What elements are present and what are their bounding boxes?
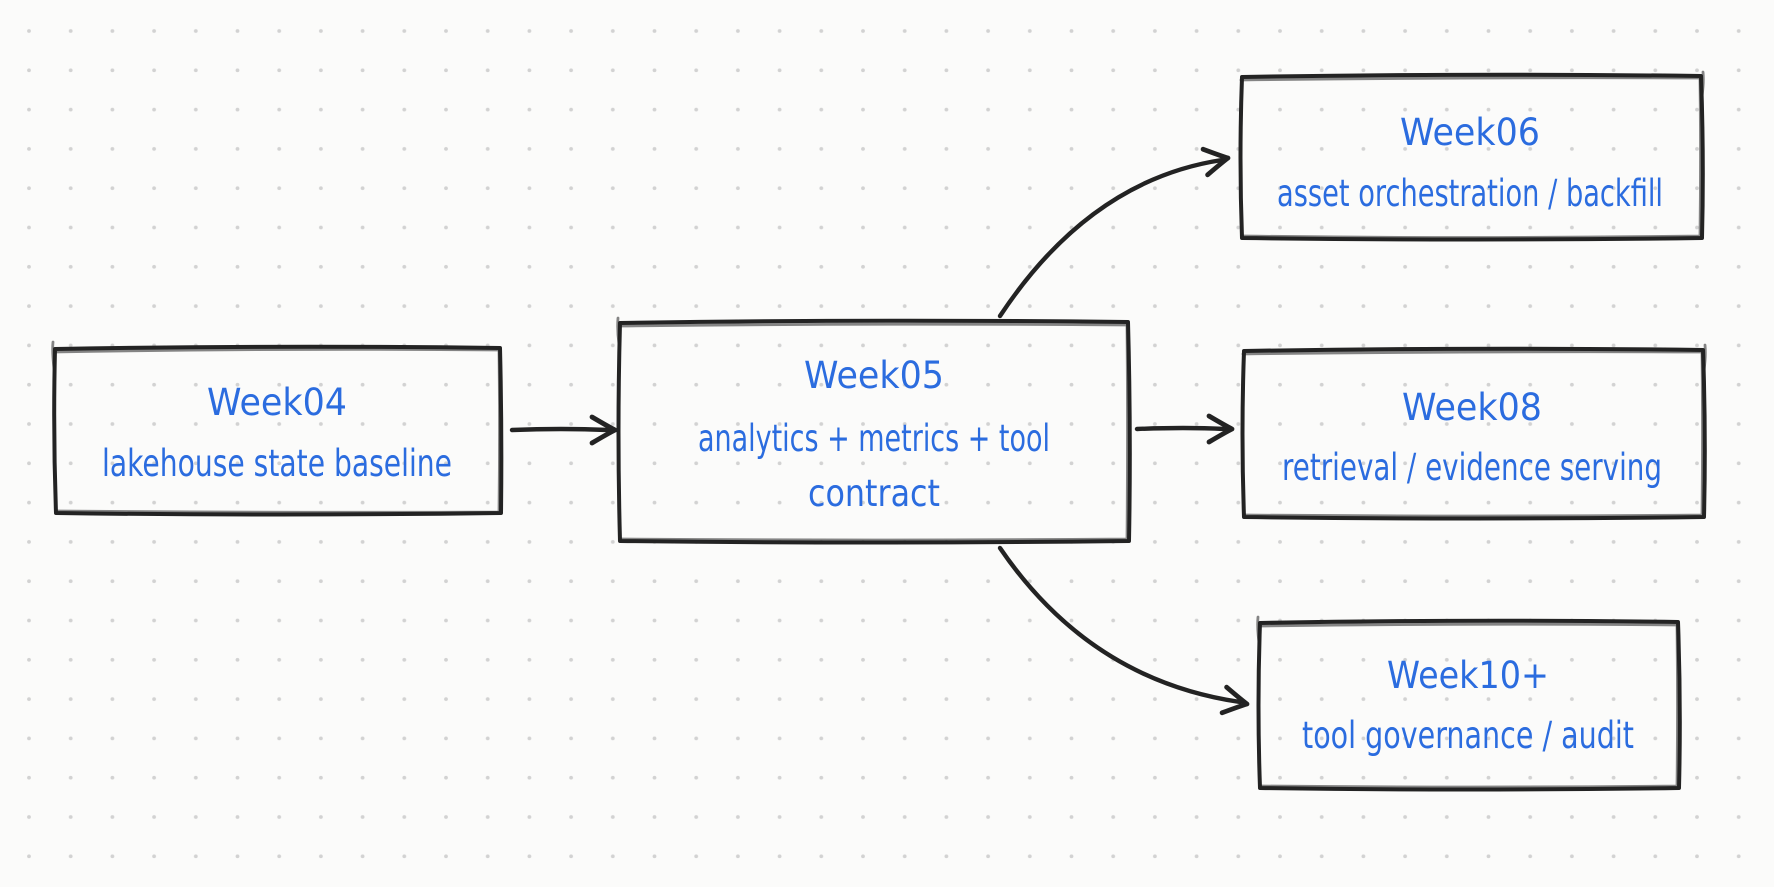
node-week05-border-sketch bbox=[616, 316, 1129, 542]
node-week10plus-title: Week10+ bbox=[1387, 654, 1549, 697]
node-week04-subtitle: lakehouse state baseline bbox=[102, 442, 452, 485]
arrowhead-icon bbox=[1219, 684, 1250, 716]
node-week08-title: Week08 bbox=[1402, 386, 1542, 429]
node-week10plus-border bbox=[1256, 618, 1682, 792]
node-week05-subtitle-line2: contract bbox=[808, 472, 940, 515]
node-week06-border-sketch bbox=[1239, 70, 1705, 239]
node-week10plus-subtitle: tool governance / audit bbox=[1302, 714, 1634, 757]
edge-week04-to-week05[interactable] bbox=[509, 414, 618, 446]
arrowhead-icon bbox=[1206, 413, 1235, 445]
edge-week05-to-week06-line bbox=[997, 157, 1225, 319]
node-week08[interactable]: Week08 retrieval / evidence serving bbox=[1240, 343, 1707, 521]
node-week05-title: Week05 bbox=[804, 354, 944, 397]
edge-week05-to-week08-line bbox=[1134, 425, 1228, 432]
node-week06-title: Week06 bbox=[1400, 111, 1540, 154]
arrowhead-icon bbox=[1200, 146, 1231, 178]
node-week05-subtitle-line1: analytics + metrics + tool bbox=[698, 417, 1050, 460]
node-week08-subtitle: retrieval / evidence serving bbox=[1282, 446, 1662, 489]
node-week04-title: Week04 bbox=[207, 381, 347, 424]
node-week08-border bbox=[1240, 346, 1707, 521]
node-week06-subtitle: asset orchestration / backfill bbox=[1277, 172, 1663, 215]
node-week04-border bbox=[52, 344, 504, 517]
edge-week05-to-week06[interactable] bbox=[997, 145, 1231, 319]
edge-week05-to-week08[interactable] bbox=[1134, 413, 1235, 445]
node-week10plus[interactable]: Week10+ tool governance / audit bbox=[1256, 615, 1682, 792]
node-week08-border-sketch bbox=[1241, 343, 1707, 518]
node-week05[interactable]: Week05 analytics + metrics + tool contra… bbox=[616, 316, 1132, 545]
node-week04[interactable]: Week04 lakehouse state baseline bbox=[51, 340, 504, 517]
edge-week05-to-week10plus-line bbox=[997, 545, 1243, 705]
node-week05-border bbox=[616, 318, 1132, 545]
node-week10plus-border-sketch bbox=[1256, 615, 1679, 789]
edge-week05-to-week10plus[interactable] bbox=[997, 545, 1250, 717]
node-week06[interactable]: Week06 asset orchestration / backfill bbox=[1238, 70, 1705, 242]
edge-week04-to-week05-line bbox=[509, 426, 611, 433]
node-week04-border-sketch bbox=[51, 340, 501, 514]
arrowhead-icon bbox=[589, 414, 618, 446]
node-week06-border bbox=[1238, 72, 1705, 242]
